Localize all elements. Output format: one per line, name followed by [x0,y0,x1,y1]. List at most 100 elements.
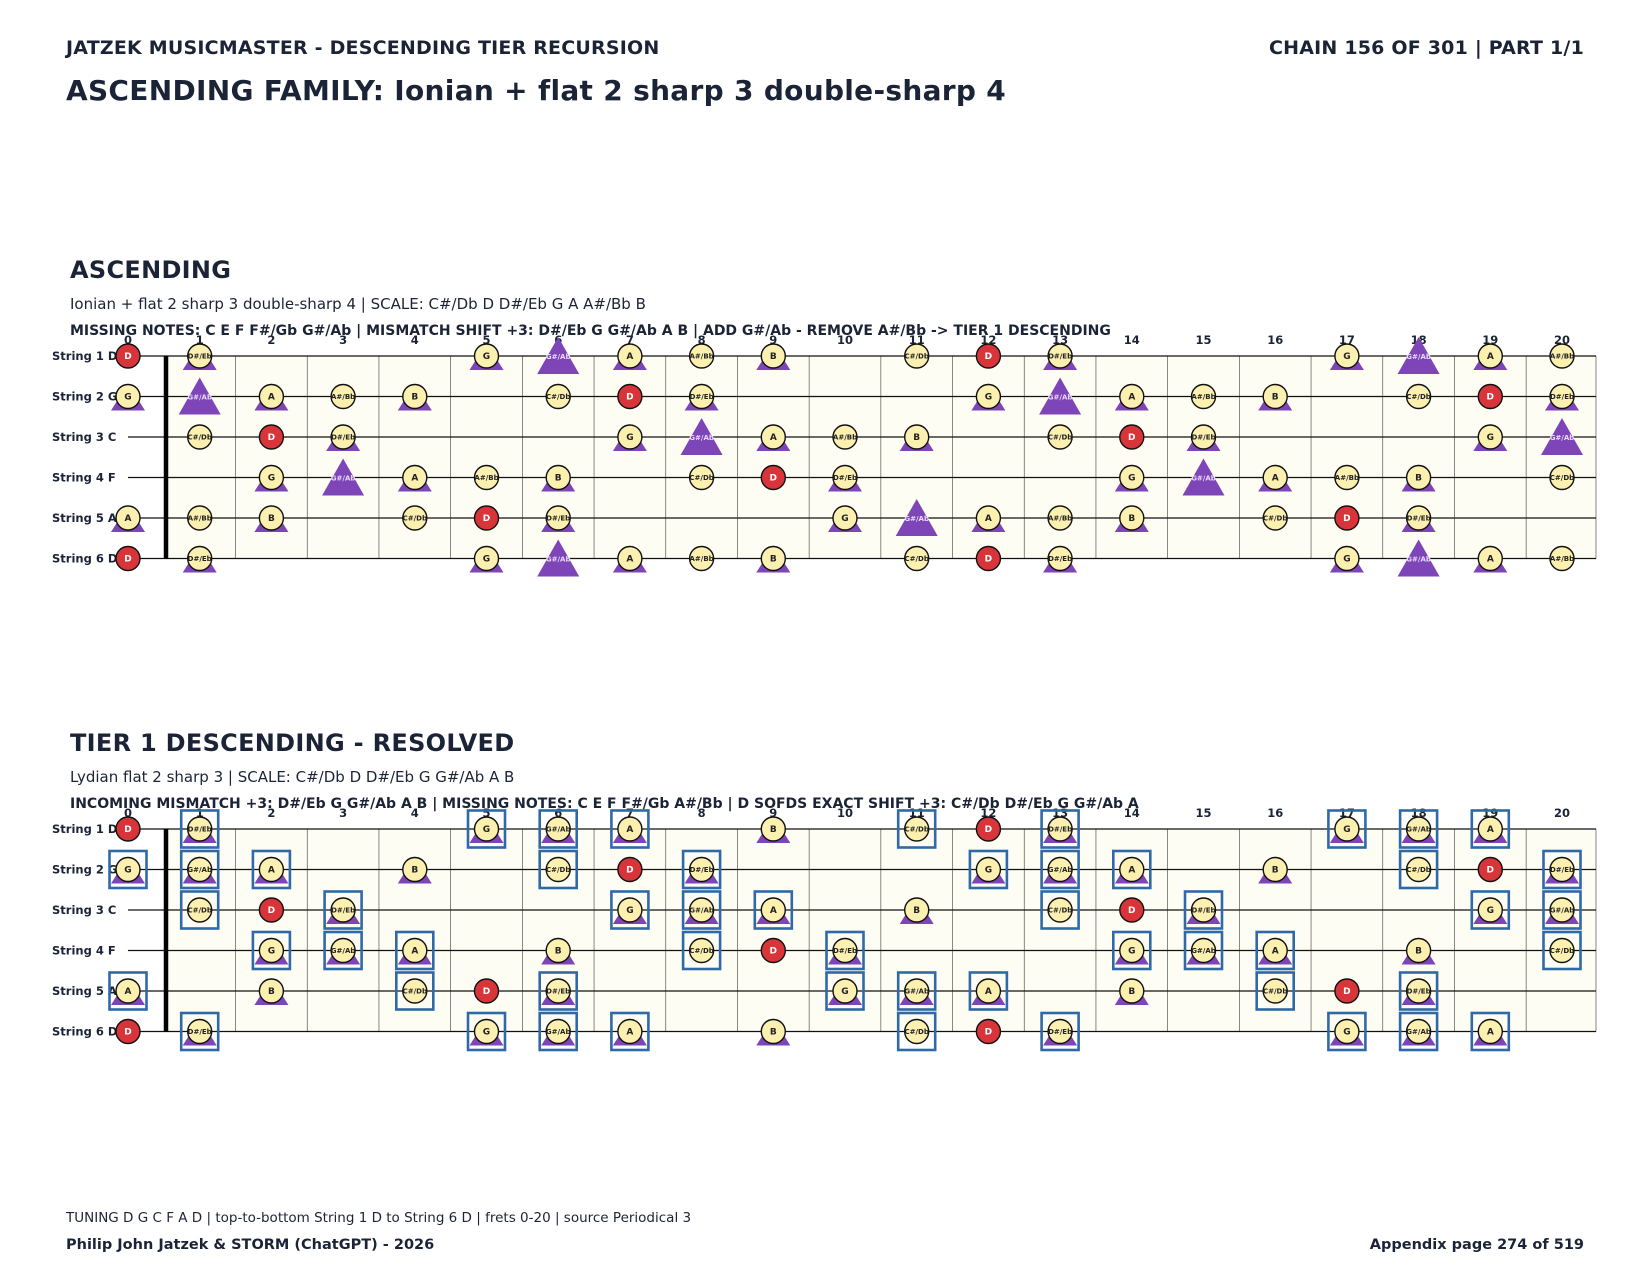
scale-note-dot [473,1018,500,1045]
scale-note-dot [186,343,213,369]
note-label: A [411,947,418,957]
note-label: G#/Ab [187,866,212,874]
scale-note-dot [1405,464,1432,491]
scale-note-dot [832,424,858,450]
scale-note-dot [760,897,786,923]
note-label: C#/Db [1048,434,1072,442]
note-label: G#/Ab [1048,394,1073,402]
string-label: String 2 G [52,390,117,404]
note-label: B [770,555,777,565]
note-label: D [985,825,992,835]
fret-number: 15 [1195,806,1211,820]
exact-shift-box [466,809,507,849]
exact-shift-box [251,930,292,971]
scale-note-dot [688,343,715,369]
exact-shift-box [394,971,435,1011]
string-label: String 3 C [52,430,116,444]
page-title: ASCENDING FAMILY: Ionian + flat 2 sharp … [66,74,1007,107]
fret-number: 5 [482,333,490,347]
scale-note-dot [1405,505,1432,531]
root-note-dot [975,343,1002,369]
note-label: G#/Ab [187,394,212,402]
root-note-dot [1477,856,1504,883]
note-label: B [1415,947,1422,957]
mismatch-triangle [1541,418,1583,455]
scale-note-dot [760,343,786,369]
note-label: D#/Eb [188,826,212,834]
note-label: B [268,987,275,997]
section-1-title: ASCENDING [70,256,232,284]
exact-shift-box [538,971,579,1011]
exact-shift-box [108,971,148,1011]
note-label: C#/Db [905,353,929,361]
scale-note-dot [545,383,571,410]
note-label: G [841,987,848,997]
fret-number: 15 [1195,333,1211,347]
exact-shift-box [1542,930,1582,971]
scale-note-dot [832,464,858,491]
scale-note-dot [115,856,141,883]
scale-note-dot [1334,464,1360,491]
exact-shift-box [1398,809,1439,849]
scale-note-dot [688,464,715,491]
scale-note-dot [545,856,571,883]
fret-number: 9 [769,806,777,820]
scale-note-dot [1477,897,1504,923]
fret-number: 0 [124,333,132,347]
fret-number: 13 [1052,333,1068,347]
exact-shift-box [538,1011,579,1052]
root-note-dot [1334,505,1360,531]
scale-note-dot [1190,424,1217,450]
root-note-dot [258,897,285,923]
exact-shift-box [538,809,579,849]
exact-shift-box [968,971,1009,1011]
note-label: G#/Ab [1048,866,1073,874]
note-label: A [411,474,418,484]
scale-note-dot [186,897,213,923]
exact-shift-box [1327,809,1367,849]
note-label: C#/Db [188,907,212,915]
root-note-dot [760,937,786,964]
exact-shift-box [681,930,722,971]
exact-shift-box [1470,809,1511,849]
scale-note-dot [186,505,213,531]
root-note-dot [617,856,643,883]
scale-note-dot [186,856,213,883]
scale-note-dot [904,978,930,1004]
note-label: A [985,514,992,524]
note-label: A [1128,866,1135,876]
exact-shift-box [681,849,722,890]
root-note-dot [617,383,643,410]
exact-shift-box [1183,930,1224,971]
exact-shift-box [1542,849,1582,890]
note-label: G [985,393,992,403]
root-note-dot [1119,424,1145,450]
footer-page-number: Appendix page 274 of 519 [1369,1237,1584,1253]
scale-note-dot [1334,816,1360,842]
note-label: C#/Db [1406,393,1430,401]
exact-shift-box [108,849,148,890]
note-label: D#/Eb [833,474,857,482]
fret-number: 17 [1339,333,1355,347]
fret-number: 16 [1267,806,1283,820]
note-label: G [626,433,633,443]
note-label: A [770,433,777,443]
exact-shift-box [1183,890,1224,930]
note-label: D#/Eb [833,947,857,955]
scale-note-dot [1262,856,1288,883]
root-note-dot [115,816,141,842]
note-label: C#/Db [689,947,713,955]
note-label: D [770,474,777,484]
scale-note-dot [1405,937,1432,964]
fret-number: 8 [698,333,706,347]
note-label: C#/Db [689,474,713,482]
root-note-dot [975,545,1002,572]
scale-note-dot [1190,937,1217,964]
scale-note-dot [1549,897,1575,923]
note-label: A#/Bb [833,434,857,442]
note-label: A#/Bb [1335,474,1359,482]
note-label: G [841,514,848,524]
scale-note-dot [1262,464,1288,491]
note-label: G [1128,947,1135,957]
root-note-dot [1119,897,1145,923]
